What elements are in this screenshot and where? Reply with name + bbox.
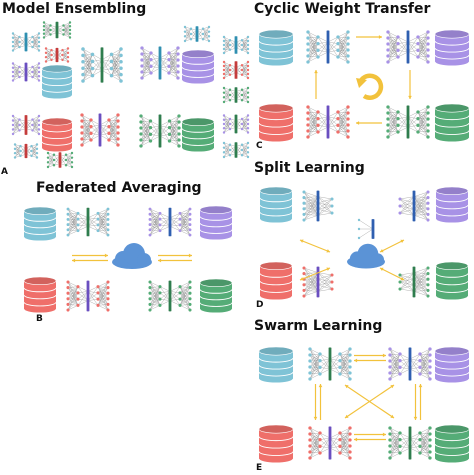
neural-network-icon [81, 47, 123, 83]
arrow-icon [72, 253, 108, 258]
database-icon [41, 117, 73, 153]
neural-network-icon [308, 426, 352, 460]
arrow-icon [354, 358, 386, 363]
arrow-icon [418, 384, 423, 420]
database-icon [41, 64, 73, 100]
arrow-icon [158, 258, 192, 263]
neural-network-icon [306, 30, 350, 64]
database-icon [23, 276, 57, 314]
neural-network-icon [222, 60, 250, 80]
cloud-icon [112, 243, 152, 269]
database-icon [434, 103, 470, 143]
database-icon [181, 49, 215, 85]
cycle-arrow-icon [356, 73, 384, 100]
neural-network-icon [386, 105, 430, 139]
panel-e-title: Swarm Learning [254, 318, 383, 334]
database-icon [258, 424, 294, 464]
neural-network-icon [308, 347, 352, 381]
neural-network-icon [139, 114, 181, 148]
neural-network-icon [148, 280, 192, 312]
neural-network-icon [42, 21, 72, 39]
panel-e-letter: E [256, 463, 263, 473]
arrow-icon [356, 35, 382, 39]
neural-network-icon [183, 25, 211, 43]
arrow-icon [72, 258, 108, 263]
panel-a-title: Model Ensembling [2, 1, 147, 17]
neural-network-icon [222, 114, 250, 134]
bidirectional-arrow-icon [299, 239, 331, 253]
neural-network-icon [44, 47, 70, 63]
neural-network-icon [11, 114, 41, 136]
neural-network-icon [140, 46, 180, 80]
database-icon [435, 261, 469, 301]
neural-network-icon [388, 426, 432, 460]
database-icon [199, 205, 233, 241]
neural-network-icon [46, 151, 74, 169]
database-icon [434, 346, 470, 384]
neural-network-icon [80, 113, 120, 147]
database-icon [258, 29, 294, 67]
bidirectional-arrow-icon [299, 267, 331, 281]
panel-a-letter: A [1, 167, 8, 177]
neural-network-icon [66, 280, 110, 312]
database-icon [23, 206, 57, 242]
panel-d-title: Split Learning [254, 160, 365, 176]
neural-network-icon [302, 190, 334, 222]
arrow-icon [354, 432, 386, 437]
database-icon [434, 29, 470, 67]
neural-network-icon [11, 62, 41, 82]
neural-network-icon [386, 30, 430, 64]
neural-network-icon [398, 266, 430, 298]
database-icon [199, 278, 233, 314]
bidirectional-arrow-icon [379, 267, 405, 281]
database-icon [259, 186, 293, 224]
neural-network-icon [148, 207, 192, 237]
panel-c-title: Cyclic Weight Transfer [254, 1, 431, 17]
arrow-icon [356, 121, 382, 125]
panel-b-title: Federated Averaging [36, 180, 202, 196]
arrow-icon [313, 384, 318, 420]
neural-network-icon [66, 207, 110, 237]
arrow-icon [354, 353, 386, 358]
neural-network-icon [222, 86, 250, 104]
database-icon [258, 103, 294, 143]
neural-network-icon [222, 35, 250, 55]
cloud-icon [347, 243, 385, 269]
arrow-icon [408, 70, 412, 99]
bidirectional-arrow-icon [379, 239, 405, 253]
neural-network-icon [302, 266, 334, 298]
neural-network-icon [398, 190, 430, 222]
bidirectional-arrow-icon [344, 384, 395, 419]
panel-b-letter: B [36, 314, 43, 324]
neural-network-icon [306, 105, 350, 139]
database-icon [181, 117, 215, 153]
neural-network-icon [222, 141, 250, 159]
panel-d-letter: D [256, 300, 264, 310]
neural-network-icon [388, 347, 432, 381]
neural-network-icon [11, 32, 41, 52]
database-icon [434, 424, 470, 464]
database-icon [435, 186, 469, 224]
database-icon [258, 346, 294, 384]
arrow-icon [354, 437, 386, 442]
neural-network-icon [357, 218, 375, 240]
arrow-icon [314, 70, 318, 99]
panel-c-letter: C [256, 141, 263, 151]
arrow-icon [158, 253, 192, 258]
neural-network-icon [13, 143, 39, 159]
arrow-icon [318, 384, 323, 420]
arrow-icon [413, 384, 418, 420]
database-icon [259, 261, 293, 301]
